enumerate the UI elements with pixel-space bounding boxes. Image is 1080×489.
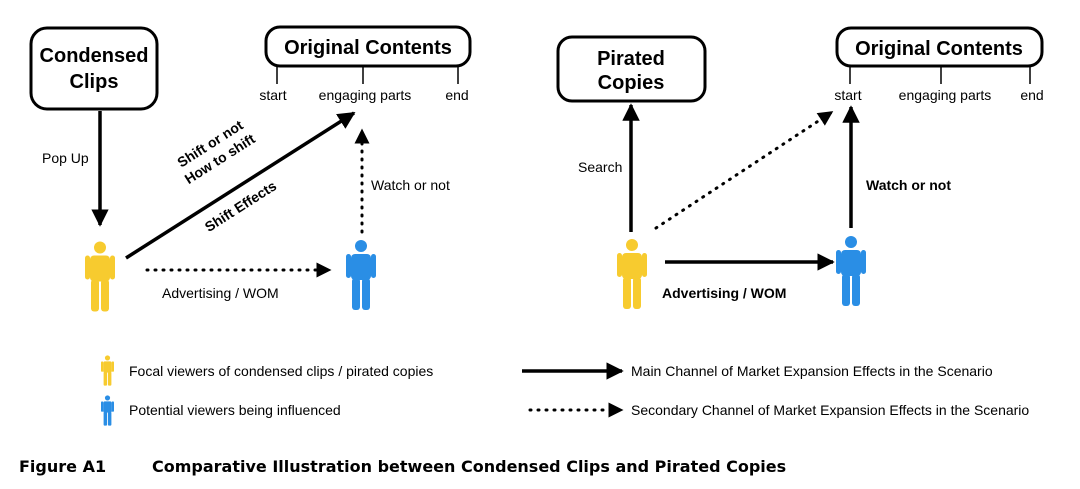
timeline-left: start engaging parts end [259, 66, 469, 103]
legend-secondary-channel-label: Secondary Channel of Market Expansion Ef… [631, 402, 1029, 418]
original-contents-label-right: Original Contents [855, 38, 1023, 60]
timeline-start-label-right: start [834, 87, 861, 103]
watch-or-not-label-left: Watch or not [371, 177, 450, 193]
legend: Focal viewers of condensed clips / pirat… [101, 355, 1029, 426]
focal-viewer-icon-left [85, 241, 115, 312]
pirated-copies-box: Pirated Copies [556, 35, 707, 103]
original-contents-box-left: Original Contents [264, 25, 472, 68]
left-scenario: Condensed Clips Original Contents start … [29, 25, 472, 312]
timeline-end-label-left: end [445, 87, 468, 103]
advertising-label-right: Advertising / WOM [662, 285, 786, 301]
shift-arrow [125, 111, 356, 260]
legend-main-channel-label: Main Channel of Market Expansion Effects… [631, 363, 993, 379]
focal-viewer-icon-right [617, 239, 647, 309]
original-contents-label-left: Original Contents [284, 37, 452, 59]
timeline-right: start engaging parts end [834, 66, 1044, 103]
condensed-clips-label-line1: Condensed [40, 45, 149, 67]
start-dotted-arrow-right [654, 110, 834, 230]
timeline-engaging-label-left: engaging parts [319, 87, 412, 103]
potential-viewer-icon-right [836, 236, 866, 306]
right-scenario: Pirated Copies Original Contents start e… [556, 26, 1044, 309]
pop-up-label: Pop Up [42, 150, 89, 166]
condensed-clips-box: Condensed Clips [29, 26, 159, 111]
pirated-copies-label-line2: Copies [598, 72, 665, 94]
timeline-start-label-left: start [259, 87, 286, 103]
potential-viewer-icon-left [346, 240, 376, 310]
advertising-label-left: Advertising / WOM [162, 285, 279, 301]
figure-title: Comparative Illustration between Condens… [152, 457, 786, 476]
original-contents-box-right: Original Contents [835, 26, 1044, 68]
pirated-copies-label-line1: Pirated [597, 48, 665, 70]
legend-potential-viewers-label: Potential viewers being influenced [129, 402, 341, 418]
timeline-engaging-label-right: engaging parts [899, 87, 992, 103]
watch-or-not-label-right: Watch or not [866, 177, 951, 193]
figure-caption: Figure A1 Comparative Illustration betwe… [19, 457, 786, 476]
legend-potential-viewer-icon [101, 395, 114, 426]
legend-focal-viewers-label: Focal viewers of condensed clips / pirat… [129, 363, 433, 379]
condensed-clips-label-line2: Clips [70, 71, 119, 93]
figure-label: Figure A1 [19, 457, 106, 476]
timeline-end-label-right: end [1020, 87, 1043, 103]
search-label: Search [578, 159, 622, 175]
shift-labels: Shift or not How to shift [174, 117, 258, 187]
legend-focal-viewer-icon [101, 355, 114, 386]
